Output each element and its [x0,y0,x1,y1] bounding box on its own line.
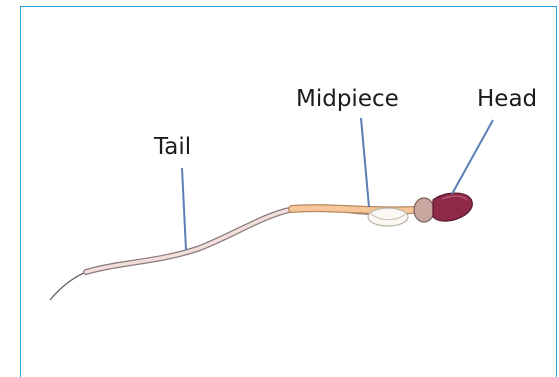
midpiece-label: Midpiece [296,88,399,111]
tail [86,208,372,272]
midpiece-leader-line [361,118,369,207]
neck [414,198,434,222]
head [433,193,472,221]
tail-label: Tail [154,136,191,159]
tail-tip [50,272,86,300]
head-leader-line [452,120,493,194]
head-label: Head [477,88,537,111]
tail-leader-line [182,168,186,250]
